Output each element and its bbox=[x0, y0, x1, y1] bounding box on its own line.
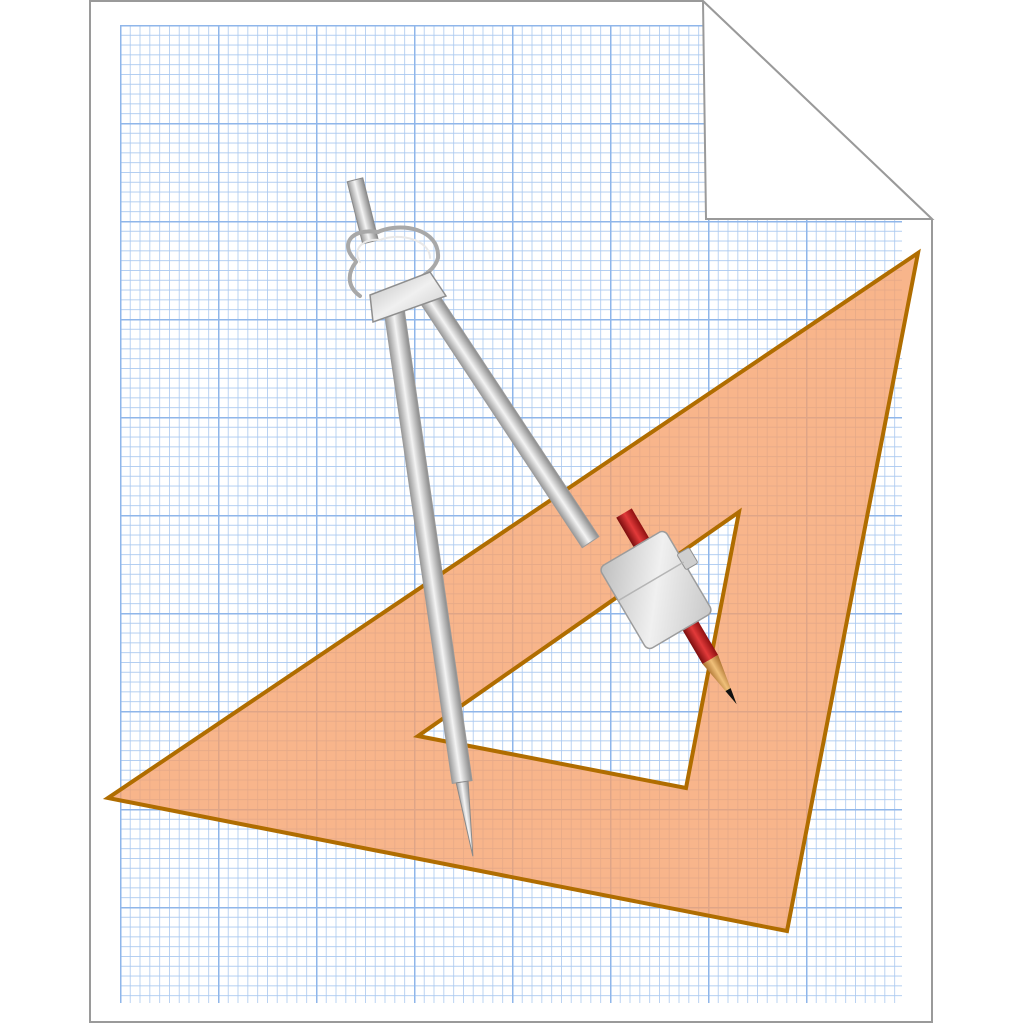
compass-hinge-ring bbox=[346, 225, 441, 298]
pencil-holder-clamp bbox=[600, 530, 712, 650]
compass-handle bbox=[346, 177, 379, 245]
drawing-compass bbox=[346, 177, 737, 857]
folded-corner bbox=[701, 0, 935, 220]
compass-hinge-cap bbox=[369, 271, 448, 324]
